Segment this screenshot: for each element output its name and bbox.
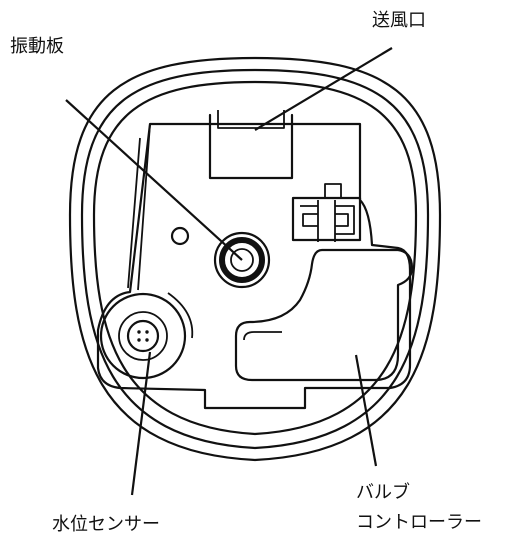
sensor-hole [145,338,149,342]
leader-vent [254,47,393,131]
sensor-hole [137,338,141,342]
connector-body [291,196,362,242]
housing [68,56,442,462]
sensor-arc [167,292,194,339]
valve-controller-inner [243,331,282,341]
leader-water-sensor [130,351,152,496]
vent-outer [208,113,294,180]
vent-inner [217,110,285,129]
housing-inner-ring [92,80,418,436]
diaphragm [213,231,271,289]
label-vent: 送風口 [372,10,426,31]
base-plate [96,122,412,410]
label-diaphragm: 振動板 [10,36,64,57]
diaphragm-ring [219,237,265,283]
housing-middle-ring [80,68,430,450]
sensor-outer [99,292,187,380]
leader-diaphragm [65,99,243,261]
sensor-hole [145,330,149,334]
sensor-ring [118,311,168,361]
leader-valve [354,354,378,467]
sensor-inner [126,319,160,353]
connector-detail [300,200,355,242]
sensor-hole [137,330,141,334]
small-hole [170,226,190,246]
label-water-sensor: 水位センサー [52,514,160,535]
housing-outer-ring [68,56,442,462]
diaphragm-outer [213,231,271,289]
valve-connector [291,183,362,242]
connector-top-tab [324,183,342,199]
diaphragm-center [230,248,254,272]
left-wall-strip [127,123,151,291]
valve-controller [234,248,414,382]
label-valve-line2: コントローラー [356,512,482,533]
water-level-sensor [99,292,194,380]
vent-outlet [208,110,294,180]
label-valve-line1: バルブ [356,481,410,503]
